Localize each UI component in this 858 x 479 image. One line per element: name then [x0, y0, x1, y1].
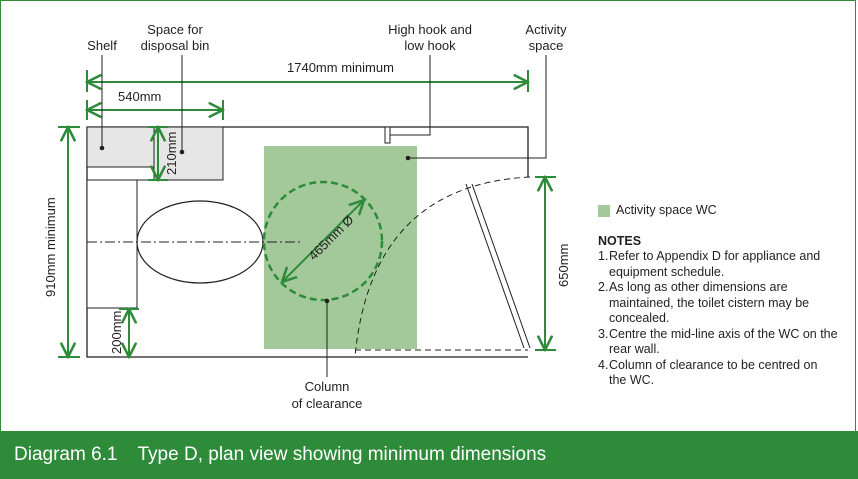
label-activity-line1: Activity [525, 22, 567, 37]
note-text: As long as other dimensions are maintain… [609, 280, 810, 325]
label-column-line1: Column [305, 379, 350, 394]
hook-marker [384, 126, 391, 144]
label-shelf: Shelf [87, 38, 117, 53]
door-swing-arc [354, 176, 531, 358]
door-leaf-inner [471, 183, 531, 349]
activity-space-area [264, 146, 417, 349]
dim-label-pan-offset: 200mm [109, 311, 124, 354]
note-number: 1. [598, 249, 609, 263]
label-activity-line2: space [529, 38, 564, 53]
clearance-circle [262, 180, 384, 302]
dim-label-overall-length: 1740mm minimum [287, 60, 394, 75]
dim-label-shelf-width: 540mm [118, 89, 161, 104]
note-text: Column of clearance to be centred on the… [609, 357, 818, 388]
label-disposal-bin-line1: Space for [147, 22, 203, 37]
leader-dot [324, 298, 330, 304]
notes-list: 1.Refer to Appendix D for appliance and … [598, 249, 838, 389]
leader-hooks [390, 55, 431, 136]
leader-dot [405, 155, 411, 161]
caption-number: Diagram 6.1 [14, 444, 118, 465]
leader-dot [99, 145, 105, 151]
plan-diagram: 465mm Ø 1740mm minimum 540mm 210mm 910mm… [43, 22, 571, 411]
legend-swatch [598, 204, 610, 217]
leader-dot [179, 149, 185, 155]
note-item: 2.As long as other dimensions are mainta… [598, 280, 838, 327]
label-disposal-bin-line2: disposal bin [141, 38, 210, 53]
label-hooks-line2: low hook [404, 38, 456, 53]
legend: Activity space WC [598, 203, 838, 219]
note-text: Refer to Appendix D for appliance and eq… [609, 249, 821, 279]
caption-title: Type D, plan view showing minimum dimens… [137, 444, 547, 465]
dim-label-room-width: 910mm minimum [43, 197, 58, 297]
cistern [86, 179, 138, 309]
label-hooks-line1: High hook and [388, 22, 472, 37]
door-leaf-outer [465, 183, 525, 349]
legend-label: Activity space WC [616, 203, 717, 217]
shelf-ledge [86, 167, 154, 181]
dim-label-shelf-depth: 210mm [164, 132, 179, 175]
label-column-line2: of clearance [292, 396, 363, 411]
note-text: Centre the mid-line axis of the WC on th… [609, 326, 838, 357]
notes-heading: NOTES [598, 233, 642, 248]
dim-label-door-width: 650mm [556, 244, 571, 287]
caption-bar: Diagram 6.1 Type D, plan view showing mi… [0, 431, 858, 479]
note-item: 4.Column of clearance to be centred on t… [598, 358, 838, 389]
side-panel: Activity space WC NOTES 1.Refer to Appen… [598, 203, 838, 389]
note-number: 2. [598, 280, 609, 294]
note-item: 3.Centre the mid-line axis of the WC on … [598, 327, 838, 358]
note-number: 4. [598, 357, 609, 372]
note-number: 3. [598, 326, 609, 341]
shelf [86, 126, 155, 168]
note-item: 1.Refer to Appendix D for appliance and … [598, 249, 838, 280]
leader-activity [409, 55, 547, 159]
circle-diameter-arrow [282, 200, 364, 282]
